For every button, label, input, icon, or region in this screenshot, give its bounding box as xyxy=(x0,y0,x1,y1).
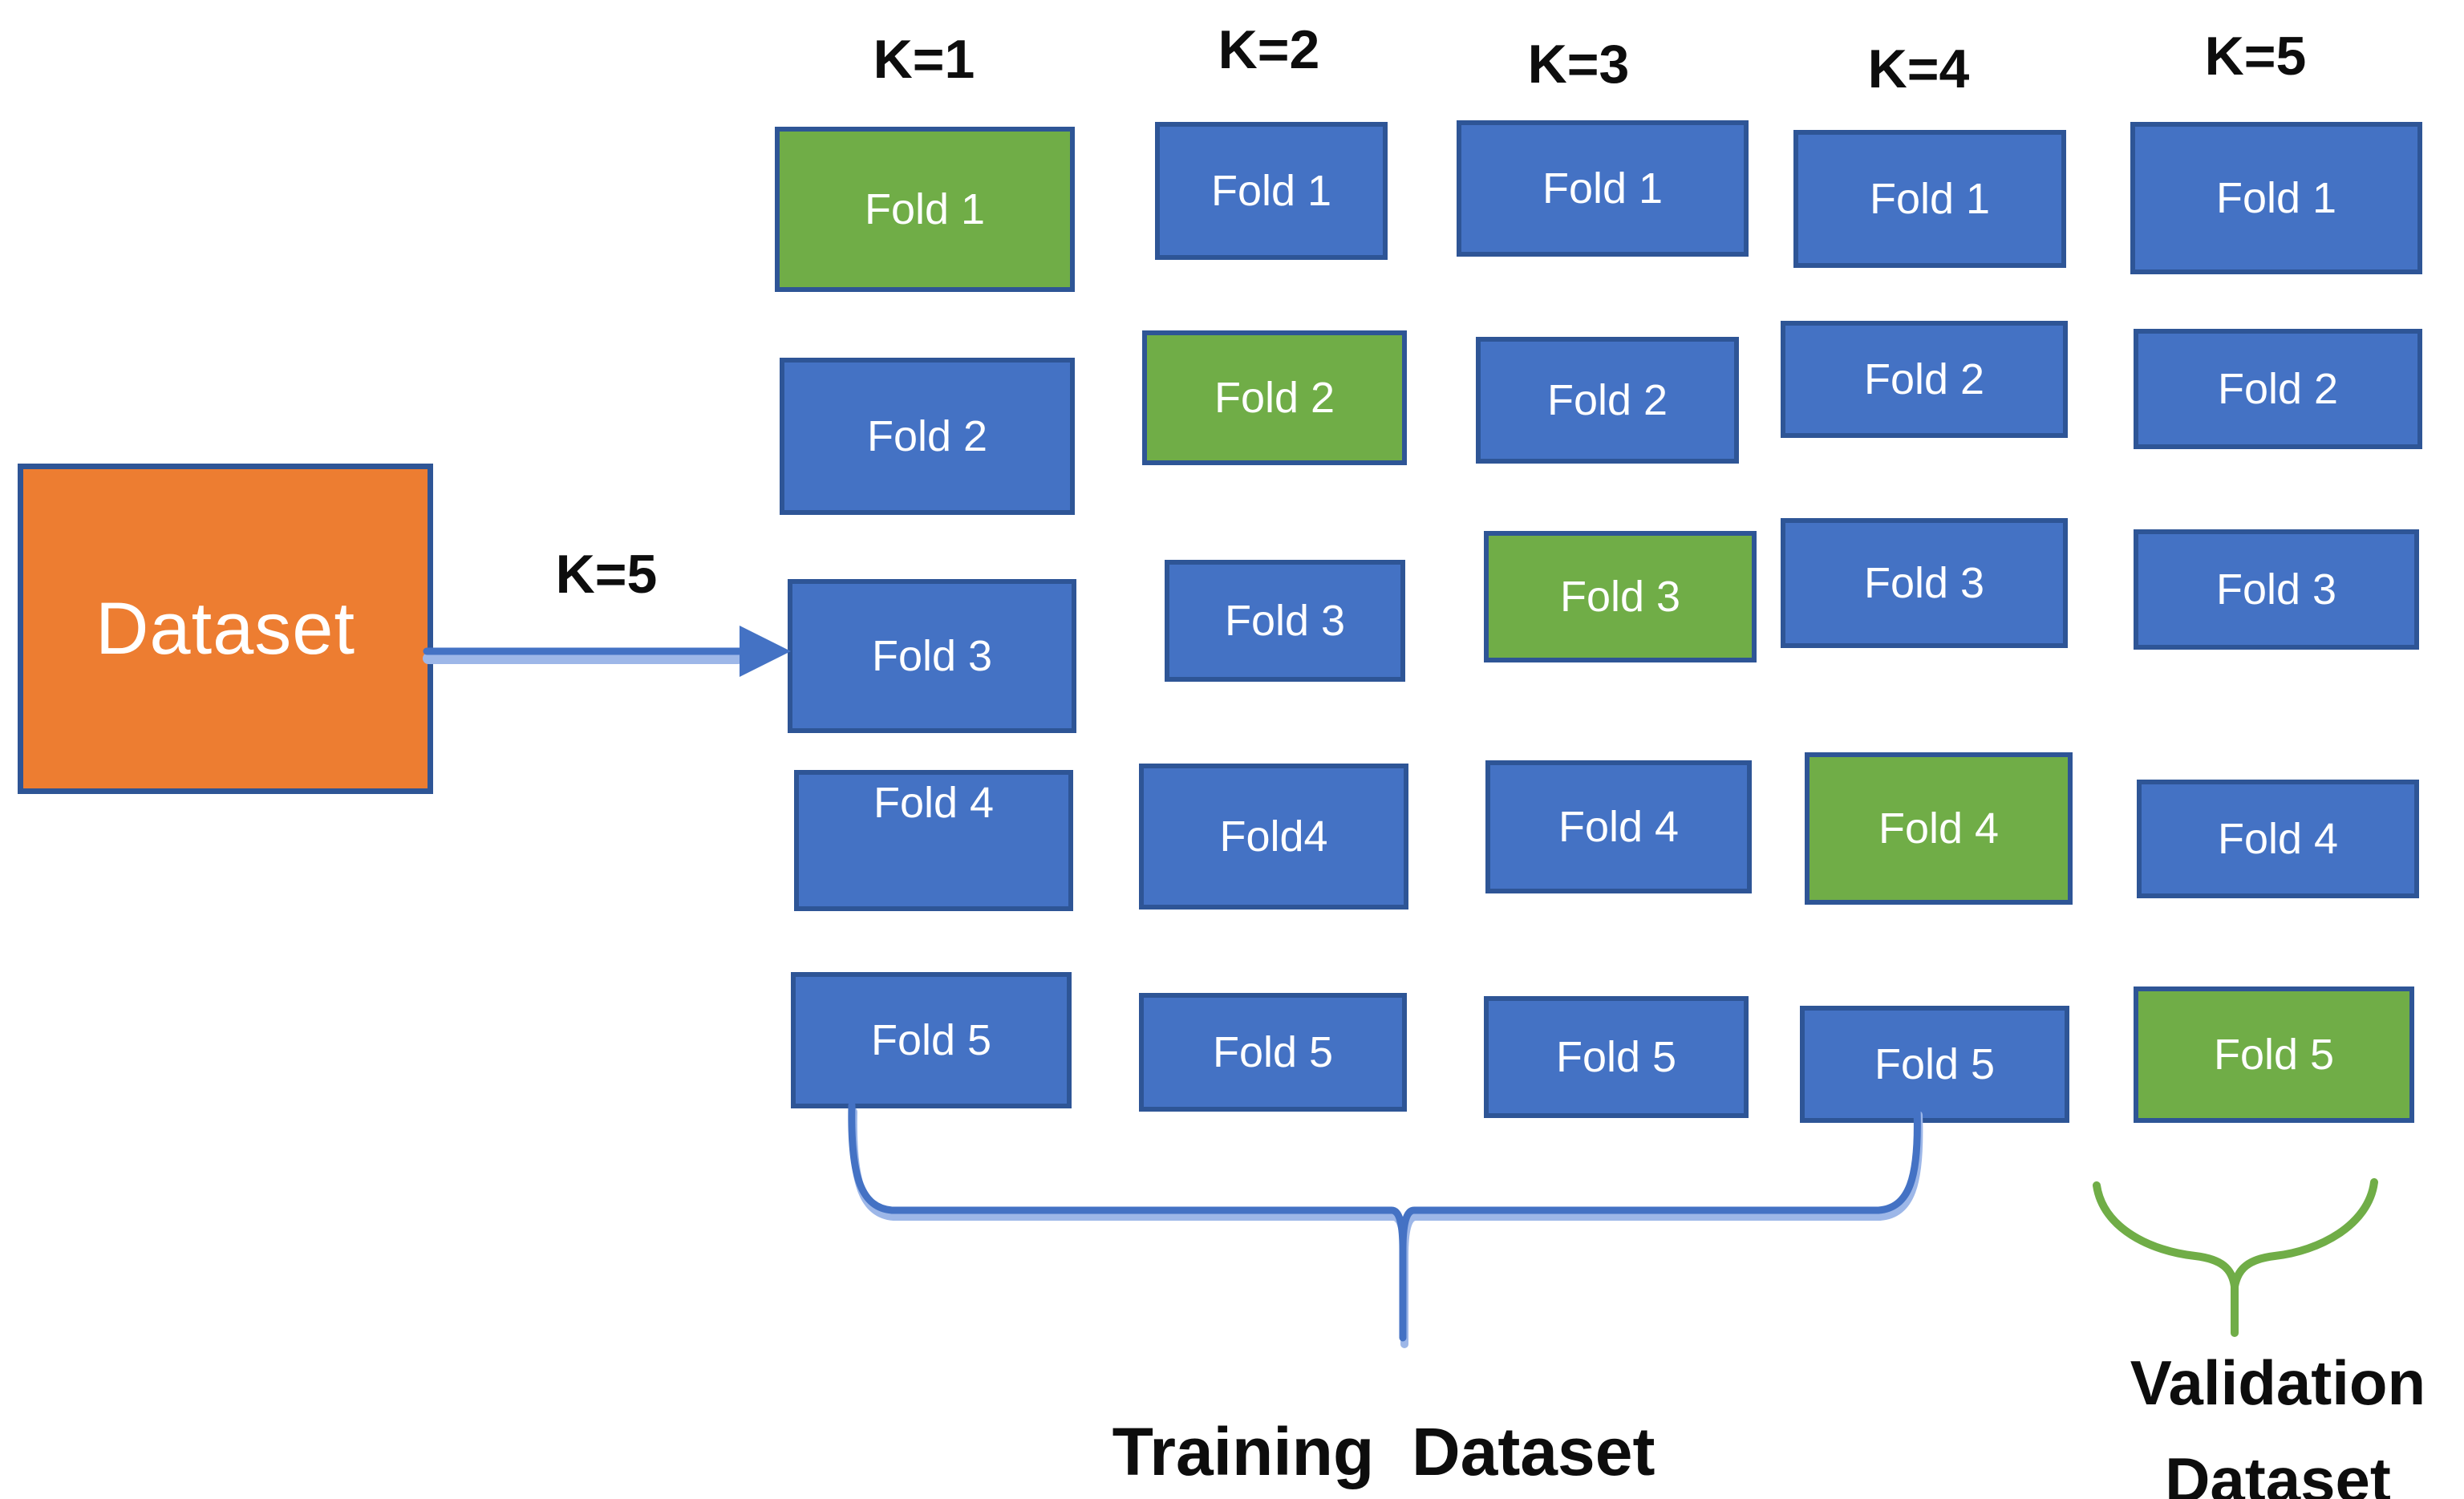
column-header-k4: K=4 xyxy=(1867,38,1970,99)
fold-label: Fold 1 xyxy=(1210,167,1332,215)
column-header-k5: K=5 xyxy=(2204,26,2307,87)
fold-box-k1-fold-3: Fold 3 xyxy=(788,579,1076,733)
validation-dataset-label: Validation Dataset xyxy=(2085,1335,2464,1499)
fold-label: Fold 5 xyxy=(2213,1031,2335,1079)
fold-box-k2-fold-2: Fold 2 xyxy=(1142,330,1407,465)
fold-box-k4-fold-2: Fold 2 xyxy=(1781,321,2068,438)
fold-label: Fold 2 xyxy=(866,412,988,460)
fold-box-k4-fold-5: Fold 5 xyxy=(1800,1006,2069,1123)
training-brace xyxy=(848,1101,1921,1342)
fold-box-k1-fold-4: Fold 4 xyxy=(794,770,1073,911)
fold-box-k3-fold-2: Fold 2 xyxy=(1476,337,1739,464)
fold-box-k2-fold4: Fold4 xyxy=(1139,764,1408,910)
fold-label: Fold 2 xyxy=(1863,355,1985,403)
fold-label: Fold 4 xyxy=(1558,803,1680,851)
fold-box-k3-fold-4: Fold 4 xyxy=(1485,760,1752,893)
validation-dataset-label-line2: Dataset xyxy=(2165,1444,2391,1499)
dataset-label: Dataset xyxy=(95,587,356,670)
fold-label: Fold 3 xyxy=(1863,559,1985,607)
fold-label: Fold 4 xyxy=(1878,804,2000,853)
validation-brace xyxy=(2093,1178,2378,1337)
fold-box-k2-fold-3: Fold 3 xyxy=(1165,560,1405,682)
fold-box-k3-fold-1: Fold 1 xyxy=(1457,120,1749,257)
column-header-k1: K=1 xyxy=(873,29,975,90)
split-arrow-head-icon xyxy=(740,626,791,677)
fold-box-k5-fold-1: Fold 1 xyxy=(2130,122,2422,274)
fold-box-k1-fold-2: Fold 2 xyxy=(780,358,1075,515)
arrow-k-label: K=5 xyxy=(555,544,658,605)
fold-label: Fold 3 xyxy=(871,632,993,680)
column-header-k2: K=2 xyxy=(1218,19,1320,80)
fold-label: Fold 3 xyxy=(1224,597,1346,645)
validation-dataset-label-line1: Validation xyxy=(2130,1347,2426,1418)
fold-box-k3-fold-5: Fold 5 xyxy=(1484,996,1749,1118)
fold-box-k4-fold-1: Fold 1 xyxy=(1793,130,2066,268)
training-dataset-label: Training Dataset xyxy=(1112,1414,1656,1489)
fold-label: Fold 2 xyxy=(1546,376,1668,424)
fold-label: Fold 2 xyxy=(2217,365,2339,413)
dataset-box: Dataset xyxy=(18,464,433,794)
fold-label: Fold 1 xyxy=(1542,164,1664,213)
fold-box-k2-fold-5: Fold 5 xyxy=(1139,993,1407,1112)
fold-box-k5-fold-2: Fold 2 xyxy=(2134,329,2422,449)
fold-label: Fold 3 xyxy=(2215,565,2337,614)
column-header-k3: K=3 xyxy=(1527,34,1630,95)
fold-label: Fold 5 xyxy=(870,1016,992,1064)
fold-label: Fold 5 xyxy=(1555,1033,1677,1081)
fold-box-k5-fold-3: Fold 3 xyxy=(2134,529,2419,650)
fold-box-k3-fold-3: Fold 3 xyxy=(1484,531,1757,662)
fold-box-k5-fold-4: Fold 4 xyxy=(2137,780,2419,898)
training-brace-shadow xyxy=(849,1108,1923,1348)
fold-box-k4-fold-4: Fold 4 xyxy=(1805,752,2073,905)
fold-box-k1-fold-1: Fold 1 xyxy=(775,127,1075,292)
fold-label: Fold 2 xyxy=(1214,374,1335,422)
fold-label: Fold 4 xyxy=(873,779,995,827)
fold-box-k1-fold-5: Fold 5 xyxy=(791,972,1072,1108)
fold-box-k4-fold-3: Fold 3 xyxy=(1781,518,2068,648)
fold-label: Fold 1 xyxy=(1869,175,1991,223)
fold-label: Fold 4 xyxy=(2217,815,2339,863)
fold-box-k5-fold-5: Fold 5 xyxy=(2134,987,2414,1123)
fold-label: Fold 1 xyxy=(864,185,986,233)
fold-label: Fold 5 xyxy=(1874,1040,1996,1088)
fold-label: Fold 5 xyxy=(1212,1028,1334,1076)
fold-label: Fold 3 xyxy=(1559,573,1681,621)
fold-box-k2-fold-1: Fold 1 xyxy=(1155,122,1388,260)
fold-label: Fold4 xyxy=(1219,812,1328,861)
fold-label: Fold 1 xyxy=(2215,174,2337,222)
